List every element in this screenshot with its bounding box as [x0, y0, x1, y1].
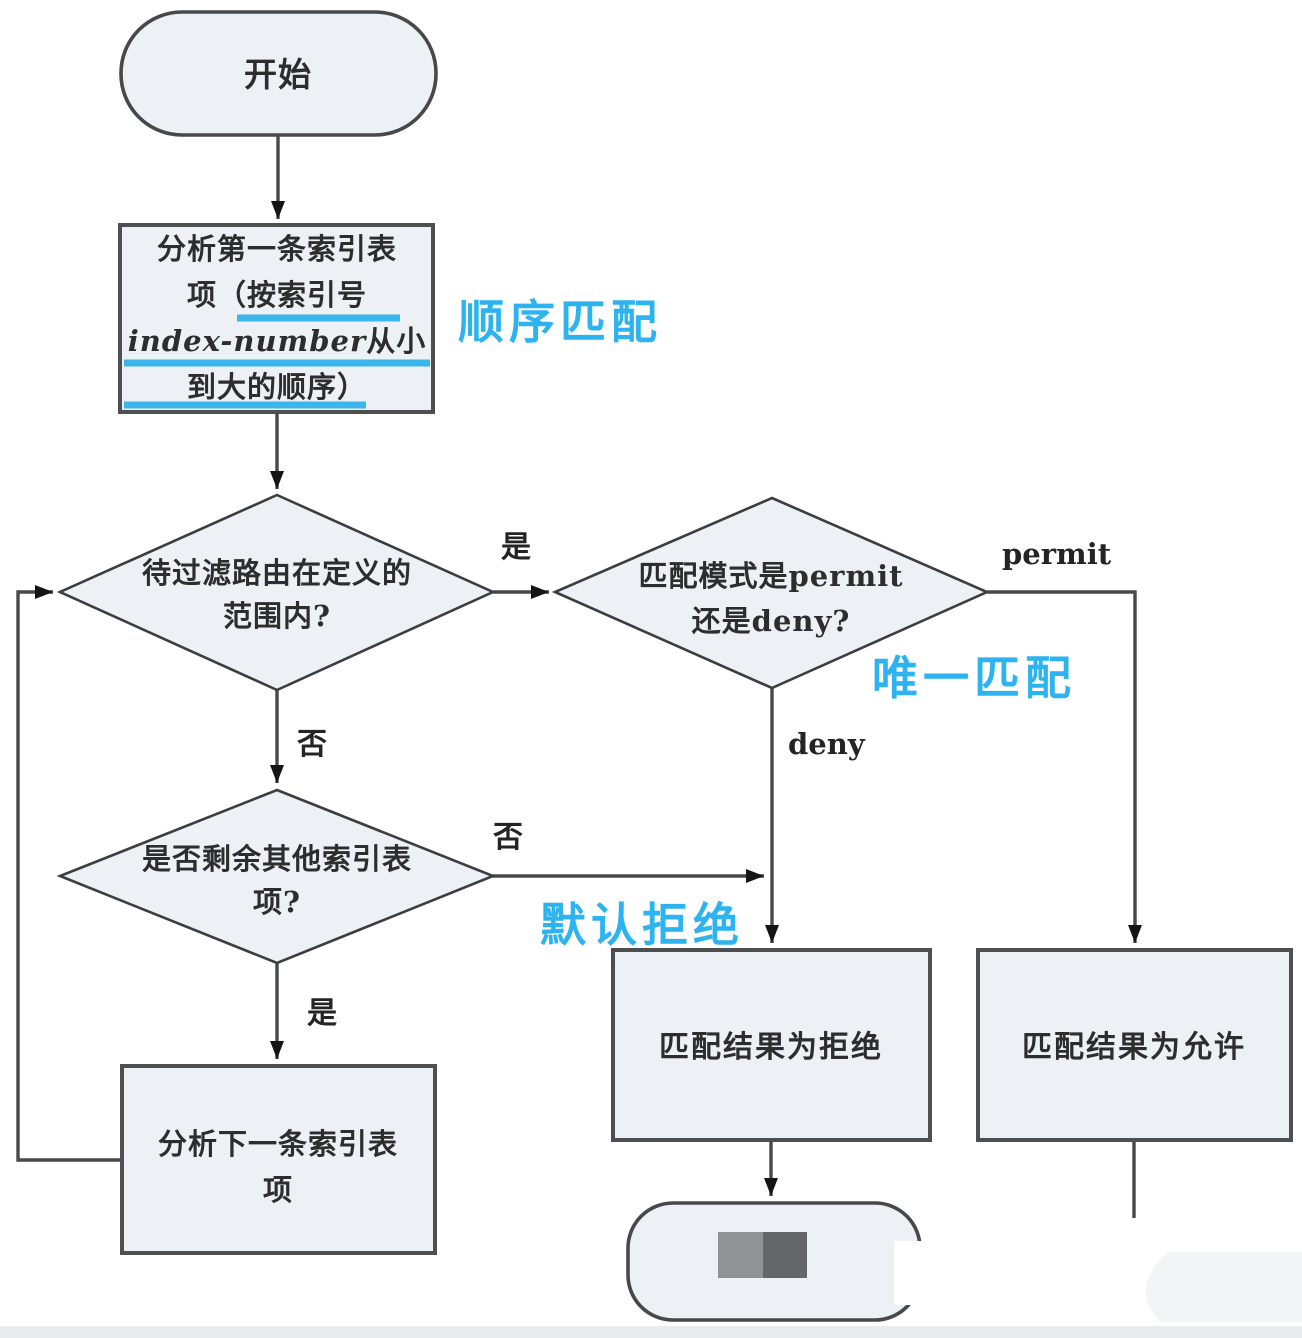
analyze-next-line1: 分析下一条索引表	[158, 1127, 398, 1161]
analyze-first-node: 分析第一条索引表 项（按索引号 index-number从小 到大的顺序）	[118, 223, 435, 414]
analyze-first-line3-italic: index-number	[128, 324, 368, 358]
mode-line1: 匹配模式是permit	[638, 559, 903, 593]
analyze-first-line4: 到大的顺序）	[187, 370, 367, 404]
edge-mode-permit-to-result-permit	[987, 590, 1142, 943]
analyze-first-line3: index-number从小	[128, 324, 427, 358]
label-permit: permit	[1002, 537, 1112, 571]
result-deny-node: 匹配结果为拒绝	[611, 948, 932, 1142]
in-range-decision: 待过滤路由在定义的 范围内?	[56, 493, 497, 692]
remaining-shape	[56, 788, 497, 965]
label-deny: deny	[788, 727, 866, 761]
remaining-line2: 项?	[253, 885, 301, 919]
label-yes-in-range: 是	[501, 530, 531, 565]
annotation-default-deny: 默认拒绝	[540, 898, 744, 952]
label-no-in-range: 否	[297, 727, 327, 762]
footer-strip	[0, 1326, 1302, 1338]
mode-decision: 匹配模式是permit 还是deny?	[551, 496, 991, 690]
result-deny-shape	[611, 948, 932, 1142]
analyze-next-shape	[120, 1064, 437, 1255]
edge-loop-back-to-in-range	[16, 585, 122, 1162]
remaining-decision: 是否剩余其他索引表 项?	[56, 788, 497, 965]
in-range-line2: 范围内?	[223, 599, 331, 633]
start-label: 开始	[244, 55, 312, 94]
start-shape	[119, 10, 438, 137]
result-deny-label: 匹配结果为拒绝	[659, 1030, 883, 1065]
analyze-next-node: 分析下一条索引表 项	[120, 1064, 437, 1255]
result-permit-node: 匹配结果为允许	[976, 948, 1293, 1142]
annotation-sequential-match: 顺序匹配	[458, 295, 662, 349]
label-no-remaining: 否	[493, 820, 523, 855]
analyze-first-line3-rest: 从小	[366, 324, 426, 358]
in-range-line1: 待过滤路由在定义的	[142, 556, 412, 590]
analyze-first-line1: 分析第一条索引表	[157, 232, 397, 266]
in-range-shape	[56, 493, 497, 692]
censored-region-dark	[763, 1232, 807, 1278]
analyze-first-line2: 项（按索引号	[187, 278, 367, 312]
start-node: 开始	[119, 10, 438, 137]
mode-shape	[551, 496, 991, 690]
erasure-blob-gray	[1145, 1252, 1302, 1322]
remaining-line1: 是否剩余其他索引表	[142, 842, 412, 876]
result-permit-shape	[976, 948, 1293, 1142]
annotation-unique-match: 唯一匹配	[872, 651, 1076, 705]
end-node	[626, 1201, 1302, 1322]
label-yes-remaining: 是	[307, 996, 337, 1031]
analyze-next-line2: 项	[263, 1173, 293, 1207]
result-permit-label: 匹配结果为允许	[1022, 1030, 1246, 1065]
mode-line2: 还是deny?	[692, 604, 851, 638]
erasure-blob-white	[894, 1241, 1166, 1305]
censored-region-light	[718, 1232, 763, 1278]
